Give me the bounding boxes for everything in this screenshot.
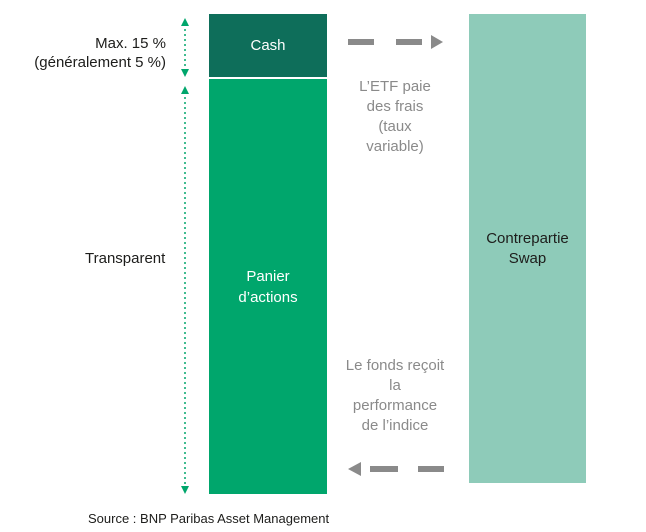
cash-bracket [181, 18, 189, 77]
fees-line: (taux [378, 118, 412, 135]
cash-label: Cash [250, 37, 286, 54]
performance-line: de l’indice [361, 417, 429, 434]
swap-label-line2: Swap [508, 249, 547, 267]
fees-flow-text: L’ETF paie des frais (taux variable) [320, 77, 470, 157]
performance-arrow [348, 462, 444, 476]
cash-box: Cash [209, 14, 327, 77]
performance-flow-text: Le fonds reçoit la performance de l’indi… [320, 356, 470, 436]
fees-line: variable) [366, 138, 424, 155]
fees-line: L’ETF paie [359, 78, 431, 95]
equity-basket-box: Panier d’actions [209, 79, 327, 494]
basket-bracket [181, 86, 189, 494]
basket-label-line2: d’actions [238, 288, 298, 306]
swap-counterparty-box: Contrepartie Swap [469, 14, 586, 483]
source-note: Source : BNP Paribas Asset Management [88, 511, 330, 526]
basket-transparency-label: Transparent [85, 250, 166, 267]
performance-line: la [389, 377, 401, 394]
basket-label-line1: Panier [246, 267, 290, 285]
fees-arrow [348, 35, 443, 49]
swap-label-line1: Contrepartie [486, 229, 569, 247]
cash-share-line1: Max. 15 % [95, 35, 166, 52]
performance-line: performance [352, 397, 438, 414]
cash-share-line2: (généralement 5 %) [34, 54, 166, 71]
cash-share-label: Max. 15 % (généralement 5 %) [0, 34, 166, 72]
fees-line: des frais [366, 98, 424, 115]
performance-line: Le fonds reçoit [345, 357, 445, 374]
